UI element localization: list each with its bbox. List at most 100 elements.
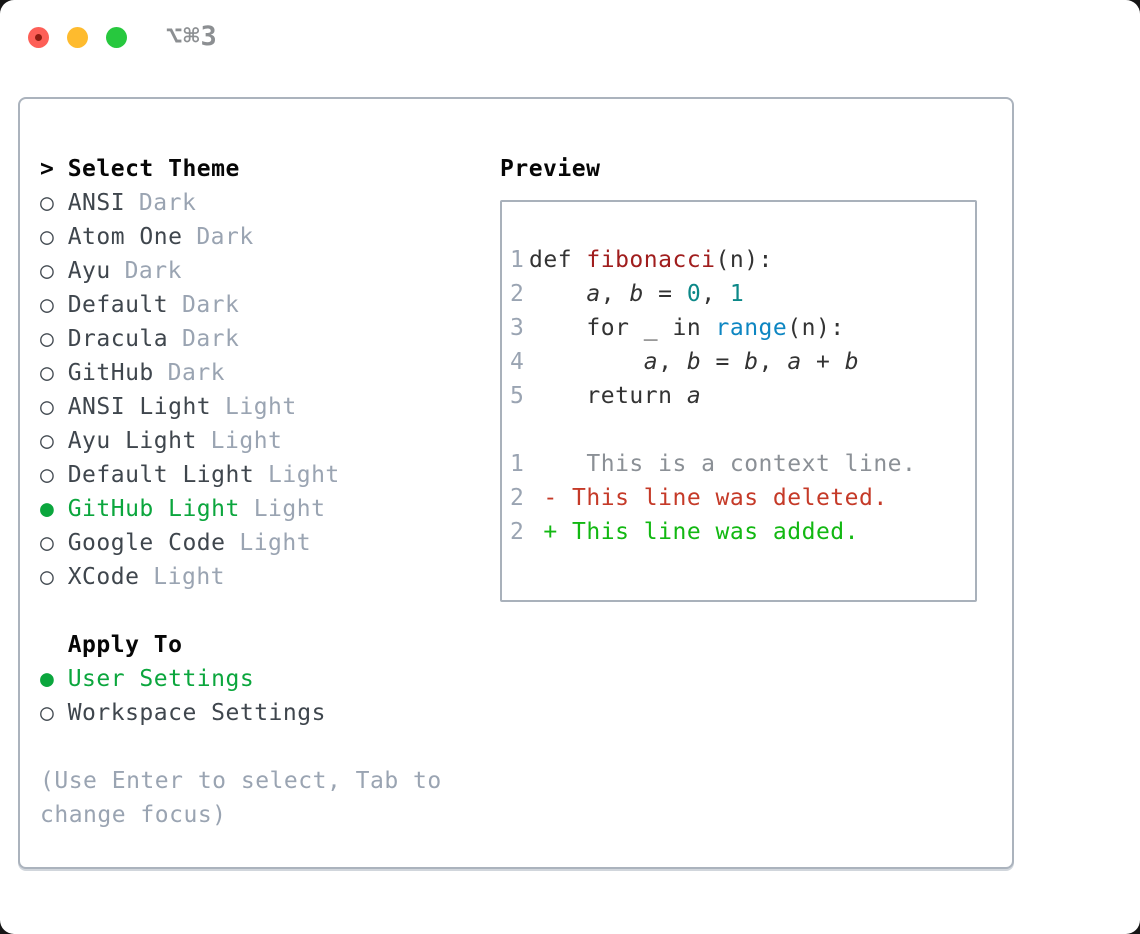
- theme-name: XCode: [67, 564, 140, 590]
- minimize-button[interactable]: [67, 27, 88, 48]
- theme-option-default[interactable]: ○ Default Dark: [40, 288, 500, 322]
- code-line: 4 a, b = b, a + b: [510, 345, 965, 379]
- code-line: 2 a, b = 0, 1: [510, 277, 965, 311]
- code-text: return a: [529, 383, 702, 409]
- line-number: 2: [510, 519, 525, 545]
- keyboard-shortcut-label: ⌥⌘3: [166, 21, 218, 52]
- theme-variant: Dark: [167, 360, 226, 386]
- code-text: This is a context line.: [529, 451, 917, 477]
- radio-selected-icon: ●: [40, 496, 55, 522]
- spacer: [40, 730, 500, 764]
- apply-option-workspace-settings[interactable]: ○ Workspace Settings: [40, 696, 500, 730]
- line-number: 4: [510, 349, 525, 375]
- theme-variant: Light: [239, 530, 312, 556]
- preview-title: Preview: [500, 156, 601, 182]
- theme-option-ansi-light[interactable]: ○ ANSI Light Light: [40, 390, 500, 424]
- theme-variant: Light: [225, 394, 297, 420]
- radio-icon: ○: [40, 700, 55, 726]
- theme-option-ayu[interactable]: ○ Ayu Dark: [40, 254, 500, 288]
- radio-icon: ○: [40, 564, 55, 590]
- theme-variant: Dark: [196, 224, 254, 250]
- code-line: [510, 413, 965, 447]
- prompt-icon: >: [40, 156, 55, 182]
- radio-icon: ○: [40, 190, 55, 216]
- radio-icon: ○: [40, 428, 55, 454]
- code-text: - This line was deleted.: [529, 485, 888, 511]
- unsaved-changes-dot-icon: [35, 34, 42, 41]
- theme-option-atom-one[interactable]: ○ Atom One Dark: [40, 220, 500, 254]
- line-number: 1: [510, 451, 525, 477]
- line-number: 5: [510, 383, 525, 409]
- window-controls: [28, 27, 127, 48]
- theme-variant: Dark: [124, 258, 182, 284]
- apply-to-title: Apply To: [67, 632, 183, 658]
- theme-name: Ayu Light: [67, 428, 197, 454]
- theme-option-dracula[interactable]: ○ Dracula Dark: [40, 322, 500, 356]
- line-number: 3: [510, 315, 525, 341]
- theme-option-ansi[interactable]: ○ ANSI Dark: [40, 186, 500, 220]
- theme-name: GitHub Light: [67, 496, 240, 522]
- hint-line-2: change focus): [40, 802, 227, 828]
- code-text: a, b = b, a + b: [643, 349, 860, 375]
- theme-name: Atom One: [67, 224, 183, 250]
- theme-option-default-light[interactable]: ○ Default Light Light: [40, 458, 500, 492]
- theme-name: GitHub: [67, 360, 154, 386]
- radio-icon: ○: [40, 292, 55, 318]
- theme-option-xcode[interactable]: ○ XCode Light: [40, 560, 500, 594]
- theme-name: Google Code: [67, 530, 226, 556]
- code-text: def fibonacci(n):: [529, 247, 773, 273]
- theme-variant: Dark: [181, 326, 240, 352]
- radio-icon: ○: [40, 394, 55, 420]
- theme-variant: Light: [268, 462, 340, 488]
- select-theme-title: Select Theme: [67, 156, 240, 182]
- apply-option-label: User Settings: [67, 666, 255, 692]
- radio-icon: ○: [40, 462, 55, 488]
- theme-name: Default: [67, 292, 169, 318]
- code-text: a, b = 0, 1: [586, 281, 745, 307]
- theme-name: Dracula: [67, 326, 169, 352]
- spacer: [40, 594, 500, 628]
- code-line: 3 for _ in range(n):: [510, 311, 965, 345]
- code-line: 2 + This line was added.: [510, 515, 965, 549]
- zoom-button[interactable]: [106, 27, 127, 48]
- theme-name: Ayu: [67, 258, 111, 284]
- code-text: for _ in range(n):: [529, 315, 845, 341]
- close-button[interactable]: [28, 27, 49, 48]
- theme-variant: Light: [153, 564, 226, 590]
- theme-name: ANSI Light: [67, 394, 212, 420]
- theme-option-google-code[interactable]: ○ Google Code Light: [40, 526, 500, 560]
- radio-icon: ○: [40, 360, 55, 386]
- theme-name: Default Light: [67, 462, 255, 488]
- code-line: 1 This is a context line.: [510, 447, 965, 481]
- theme-variant: Dark: [138, 190, 197, 216]
- theme-option-github[interactable]: ○ GitHub Dark: [40, 356, 500, 390]
- radio-icon: ○: [40, 530, 55, 556]
- theme-name: ANSI: [67, 190, 126, 216]
- theme-variant: Dark: [181, 292, 240, 318]
- line-number: 1: [510, 247, 525, 273]
- code-text: + This line was added.: [529, 519, 859, 545]
- radio-icon: ○: [40, 326, 55, 352]
- line-number: 2: [510, 485, 525, 511]
- apply-option-label: Workspace Settings: [67, 700, 326, 726]
- code-line: 5 return a: [510, 379, 965, 413]
- theme-variant: Light: [210, 428, 283, 454]
- radio-icon: ○: [40, 224, 55, 250]
- select-theme-header: > Select Theme: [40, 152, 500, 186]
- radio-icon: ○: [40, 258, 55, 284]
- apply-option-user-settings[interactable]: ● User Settings: [40, 662, 500, 696]
- line-number: 2: [510, 281, 525, 307]
- apply-to-header: Apply To: [40, 628, 500, 662]
- radio-selected-icon: ●: [40, 666, 55, 692]
- line-number: [510, 413, 529, 447]
- hint-line-1: (Use Enter to select, Tab to: [40, 768, 442, 794]
- theme-option-ayu-light[interactable]: ○ Ayu Light Light: [40, 424, 500, 458]
